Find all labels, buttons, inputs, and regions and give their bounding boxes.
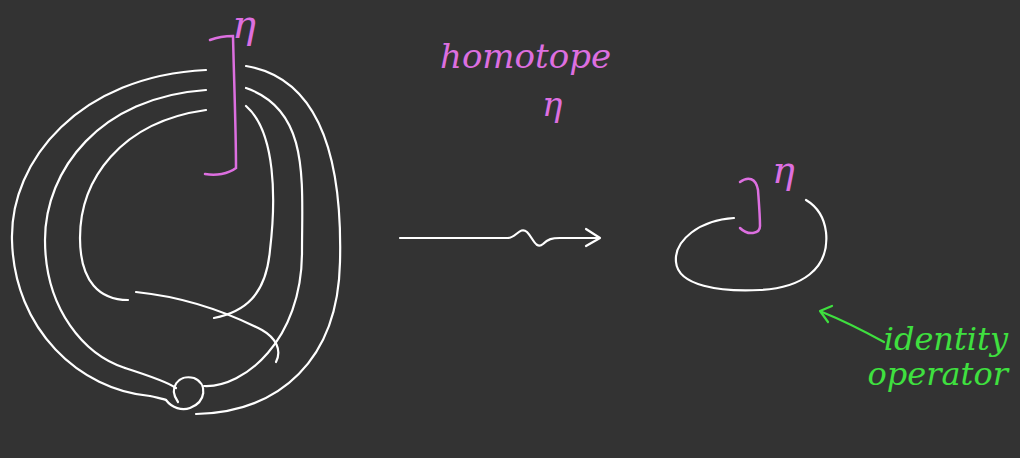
link-strand	[136, 292, 278, 362]
wilson-line-label: η	[542, 86, 562, 123]
wilson-line-label: η	[232, 2, 256, 46]
unknot-loop	[676, 200, 826, 290]
link-strand	[45, 90, 206, 368]
link-strand	[196, 66, 340, 414]
homotopy-label: homotope	[440, 38, 611, 75]
wilson-line-label: η	[772, 150, 795, 192]
ribbon-link	[12, 66, 340, 414]
homotopy-arrow	[400, 229, 600, 246]
link-strand	[125, 368, 176, 388]
link-strand	[80, 110, 206, 300]
link-twist	[166, 377, 203, 409]
wilson-line	[205, 36, 236, 175]
wilson-line	[740, 179, 760, 233]
link-strand	[150, 396, 166, 400]
pointer-arrow	[820, 306, 884, 342]
link-strand	[214, 106, 273, 318]
link-strand	[12, 70, 206, 396]
annotation-text: identity operator	[858, 322, 1008, 392]
link-strand	[204, 88, 302, 386]
